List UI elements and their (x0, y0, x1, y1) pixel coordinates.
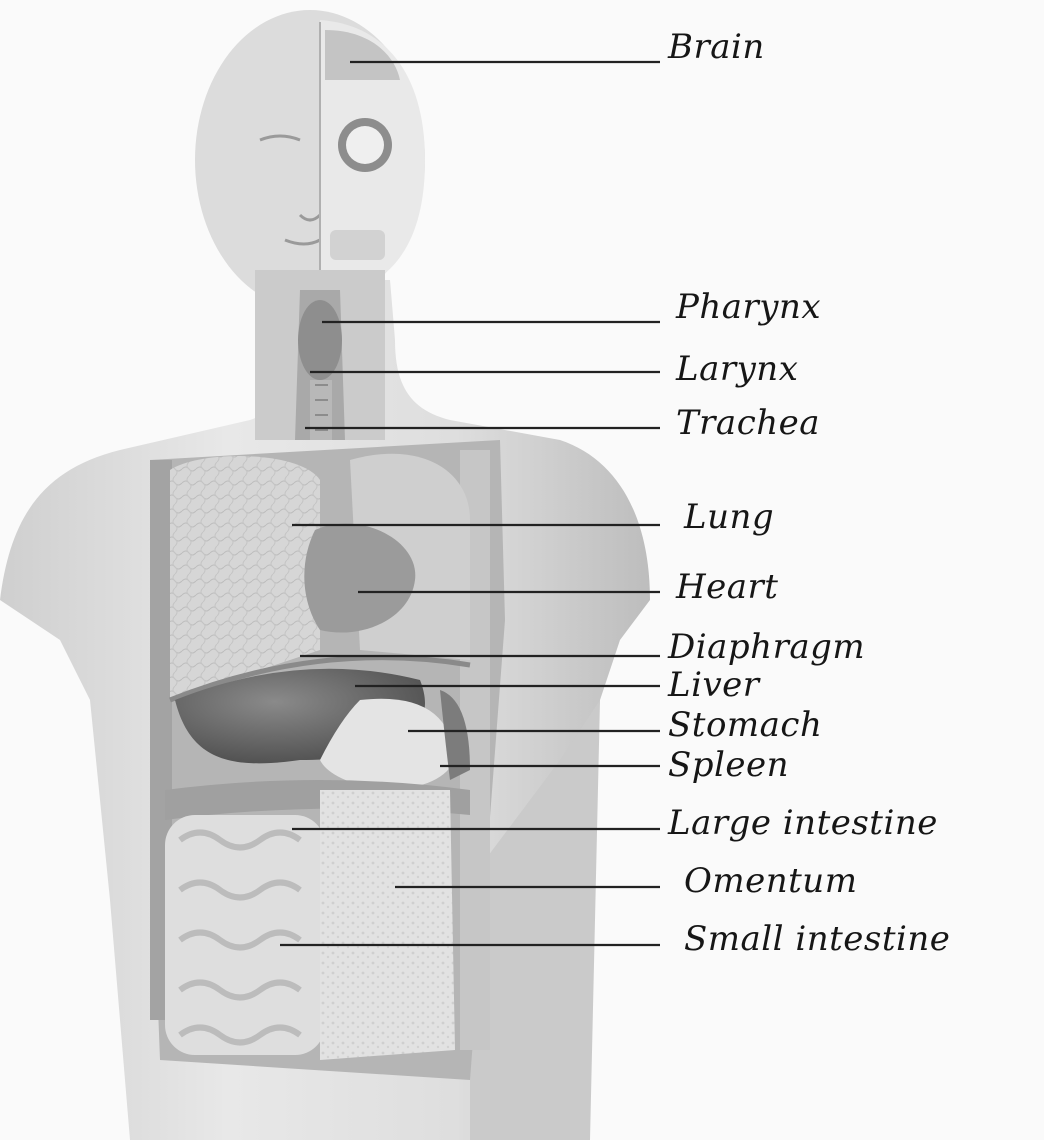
label-spleen: Spleen (668, 748, 789, 782)
label-small-intestine: Small intestine (684, 922, 950, 956)
label-stomach: Stomach (668, 708, 822, 742)
label-trachea: Trachea (676, 406, 820, 440)
label-pharynx: Pharynx (676, 290, 821, 324)
label-larynx: Larynx (676, 352, 798, 386)
neck (255, 270, 385, 440)
label-omentum: Omentum (684, 864, 857, 898)
small-intestine (165, 815, 325, 1055)
head (195, 10, 425, 310)
label-lung: Lung (684, 500, 774, 534)
omentum (320, 790, 455, 1060)
label-brain: Brain (668, 30, 765, 64)
label-large-intestine: Large intestine (668, 806, 938, 840)
label-liver: Liver (668, 668, 760, 702)
label-diaphragm: Diaphragm (668, 630, 865, 664)
label-heart: Heart (676, 570, 778, 604)
